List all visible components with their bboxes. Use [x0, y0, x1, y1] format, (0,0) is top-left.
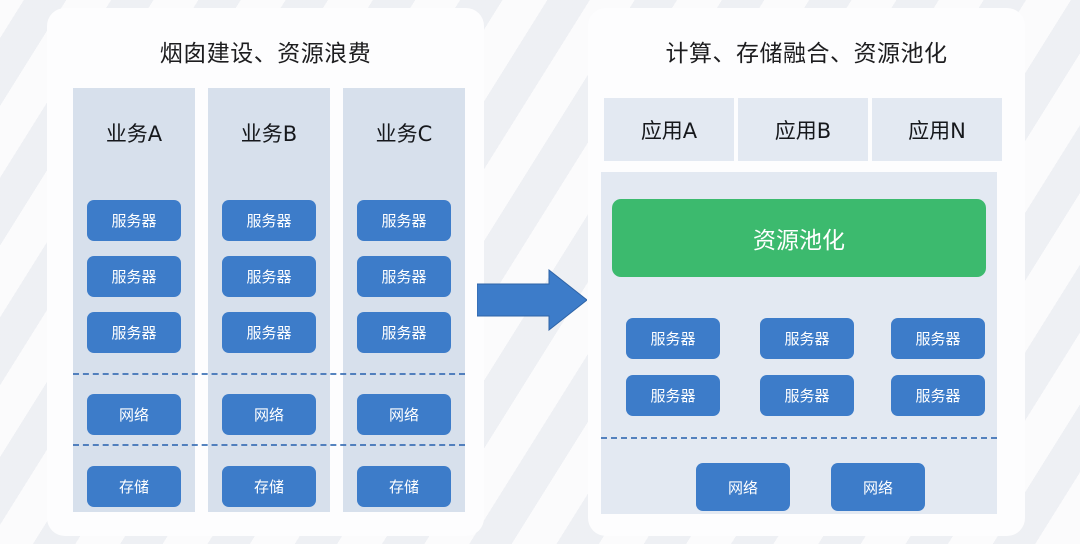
- business-column-a-header: 业务A: [105, 122, 163, 146]
- server-chip[interactable]: 服务器: [626, 375, 720, 416]
- network-chip[interactable]: 网络: [357, 394, 451, 435]
- business-column-c-header: 业务C: [375, 122, 433, 146]
- server-chip[interactable]: 服务器: [87, 200, 181, 241]
- server-chip[interactable]: 服务器: [222, 312, 316, 353]
- server-chip[interactable]: 服务器: [87, 312, 181, 353]
- app-box-b[interactable]: 应用B: [738, 98, 868, 161]
- server-chip[interactable]: 服务器: [357, 256, 451, 297]
- resource-pool-container: 资源池化 服务器 服务器 服务器 服务器 服务器 服务器 网络 网络: [601, 172, 997, 514]
- network-chip[interactable]: 网络: [696, 463, 790, 511]
- storage-chip[interactable]: 存储: [87, 466, 181, 507]
- storage-chip[interactable]: 存储: [222, 466, 316, 507]
- app-box-n[interactable]: 应用N: [872, 98, 1002, 161]
- business-column-b[interactable]: 业务B 服务器 服务器 服务器 网络 存储: [208, 88, 330, 512]
- resource-pool-bar[interactable]: 资源池化: [612, 199, 986, 277]
- network-chip[interactable]: 网络: [831, 463, 925, 511]
- server-chip[interactable]: 服务器: [760, 318, 854, 359]
- server-chip[interactable]: 服务器: [87, 256, 181, 297]
- left-panel-title: 烟囱建设、资源浪费: [159, 41, 372, 67]
- app-box-a[interactable]: 应用A: [604, 98, 734, 161]
- server-chip[interactable]: 服务器: [357, 312, 451, 353]
- server-chip[interactable]: 服务器: [891, 375, 985, 416]
- server-chip[interactable]: 服务器: [357, 200, 451, 241]
- storage-chip[interactable]: 存储: [357, 466, 451, 507]
- server-chip[interactable]: 服务器: [222, 200, 316, 241]
- network-chip[interactable]: 网络: [87, 394, 181, 435]
- network-storage-divider: [73, 444, 465, 446]
- network-chip[interactable]: 网络: [222, 394, 316, 435]
- business-column-a[interactable]: 业务A 服务器 服务器 服务器 网络 存储: [73, 88, 195, 512]
- business-column-b-header: 业务B: [240, 122, 298, 146]
- compute-network-divider: [73, 373, 465, 375]
- compute-network-divider: [601, 437, 997, 439]
- server-chip[interactable]: 服务器: [760, 375, 854, 416]
- server-chip[interactable]: 服务器: [222, 256, 316, 297]
- server-chip[interactable]: 服务器: [626, 318, 720, 359]
- business-column-c[interactable]: 业务C 服务器 服务器 服务器 网络 存储: [343, 88, 465, 512]
- server-chip[interactable]: 服务器: [891, 318, 985, 359]
- arrow-right-icon: [476, 268, 588, 332]
- right-panel-title: 计算、存储融合、资源池化: [665, 41, 948, 67]
